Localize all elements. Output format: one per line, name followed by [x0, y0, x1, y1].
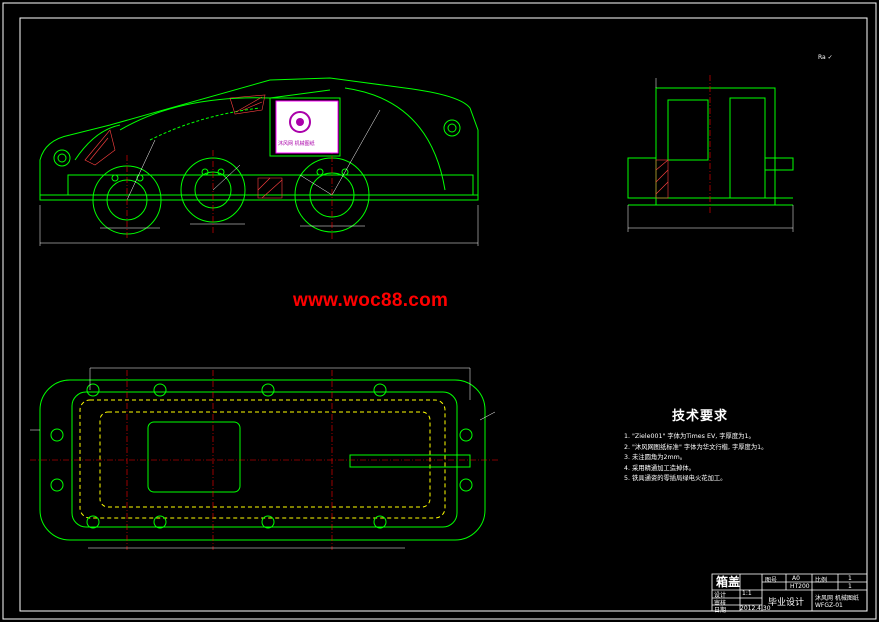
watermark-url: www.woc88.com [293, 290, 449, 311]
date-value: 2012.4.30 [740, 605, 771, 612]
col-header-drawing: 图号 [765, 577, 778, 584]
side-view [627, 75, 794, 232]
stamp-text: 沐风网 机械图纸 [278, 141, 315, 147]
count-value: 1:1 [742, 590, 752, 597]
title-block [711, 573, 868, 612]
school-name: 沐风网 机械图纸 [815, 595, 859, 602]
design-label: 毕业设计 [768, 598, 805, 608]
material-value: HT200 [790, 583, 810, 590]
plan-view [30, 367, 500, 550]
row-label-review: 审核 [714, 600, 727, 607]
col-header-sheet: 1 [848, 575, 852, 582]
tech-requirement-1: 1. "Ziele001" 字体为Times EV, 字厚度为1。 [624, 433, 755, 440]
tech-requirement-5: 5. 铁具通资的零插局绿电火花加工。 [624, 475, 727, 482]
row-label-design: 设计 [714, 592, 727, 599]
col-header-scale: 比例 [815, 577, 828, 584]
stamp-logo [275, 100, 339, 154]
col-header-size: A0 [792, 575, 800, 582]
tech-requirement-2: 2. "沐风网图纸标准" 字体为华文行楷, 字厚度为1。 [624, 443, 768, 451]
tech-requirements-title: 技术要求 [672, 409, 729, 424]
scale-value: 1 [848, 583, 852, 590]
row-label-date: 日期 [714, 607, 727, 614]
part-name: 箱盖 [716, 575, 741, 589]
inner-frame [19, 17, 868, 612]
roughness-symbol: Ra ✓ [818, 54, 833, 61]
tech-requirements-list: 1. "Ziele001" 字体为Times EV, 字厚度为1。 2. "沐风… [624, 432, 767, 485]
tech-requirement-3: 3. 未注圆角为2mm。 [624, 454, 687, 461]
front-view [39, 77, 479, 246]
tech-requirement-4: 4. 采用精通加工造掉体。 [624, 464, 695, 472]
drawing-number: WFGZ-01 [815, 602, 843, 609]
